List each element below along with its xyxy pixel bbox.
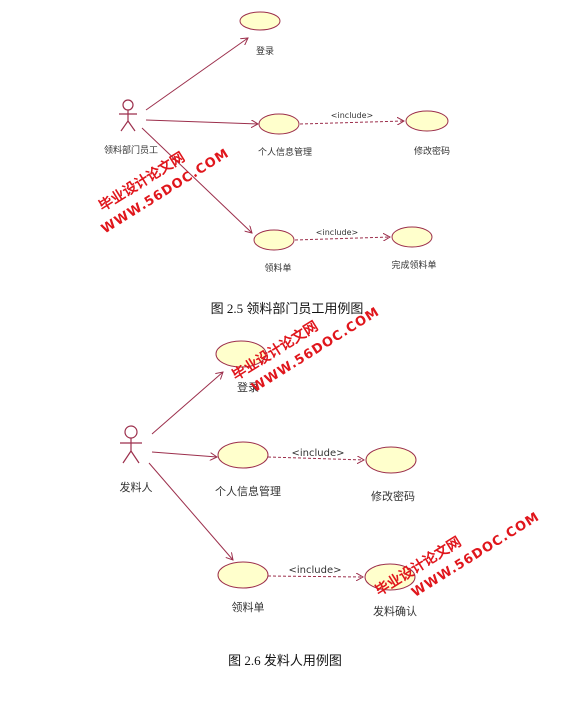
usecase-change-password-2-label: 修改密码 [371, 489, 415, 503]
include-info-password-2 [267, 457, 364, 460]
usecase-login-label: 登录 [256, 46, 274, 57]
usecase-personal-info-label: 个人信息管理 [258, 146, 312, 158]
usecase-complete-requisition [391, 226, 433, 248]
usecase-confirm-issue [364, 563, 416, 591]
include-requisition-confirm [267, 576, 363, 577]
assoc-issuer-login [151, 372, 223, 435]
usecase-change-password [405, 110, 449, 132]
usecase-complete-requisition-label: 完成领料单 [391, 259, 436, 271]
include-label-2: <include> [316, 228, 358, 237]
include-info-password [299, 121, 404, 124]
caption-figure-2-6: 图 2.6 发料人用例图 [228, 653, 342, 668]
usecase-confirm-issue-label: 发料确认 [373, 604, 417, 618]
assoc-employee-login [145, 38, 248, 111]
watermark-3: 毕业设计论文网 WWW.56DOC.COM [372, 510, 542, 601]
assoc-employee-requisition [141, 127, 252, 233]
usecase-requisition [253, 229, 295, 251]
usecase-personal-info-2-label: 个人信息管理 [215, 484, 281, 498]
assoc-employee-info [145, 119, 258, 124]
usecase-requisition-2 [217, 561, 269, 589]
include-label-1: <include> [331, 111, 373, 120]
usecase-change-password-2 [365, 446, 417, 474]
assoc-issuer-info [151, 451, 217, 457]
usecase-personal-info-2 [217, 441, 269, 469]
actor-employee-label: 领料部门员工 [104, 144, 158, 156]
watermark-1: 毕业设计论文网 WWW.56DOC.COM [96, 146, 233, 237]
usecase-change-password-label: 修改密码 [414, 145, 450, 157]
actor-issuer-icon [120, 425, 142, 464]
assoc-issuer-requisition [148, 462, 233, 560]
usecase-personal-info [258, 113, 300, 135]
usecase-requisition-2-label: 领料单 [232, 600, 265, 614]
include-label-3: <include> [292, 448, 345, 459]
caption-figure-2-5: 图 2.5 领料部门员工用例图 [211, 301, 364, 316]
actor-employee-icon [119, 99, 137, 132]
diagram-employee: 领料部门员工 登录 个人信息管理 修改密码 领料单 完成领料单 <include… [104, 11, 450, 316]
include-label-4: <include> [289, 565, 342, 576]
usecase-login-2 [215, 340, 267, 368]
include-requisition-complete [294, 237, 390, 240]
usecase-requisition-label: 领料单 [264, 262, 291, 274]
diagram-issuer: 发料人 登录 个人信息管理 修改密码 领料单 发料确认 <include> <i… [120, 340, 417, 668]
usecase-login-2-label: 登录 [237, 380, 259, 394]
actor-issuer-label: 发料人 [120, 480, 153, 494]
usecase-login [239, 11, 281, 31]
